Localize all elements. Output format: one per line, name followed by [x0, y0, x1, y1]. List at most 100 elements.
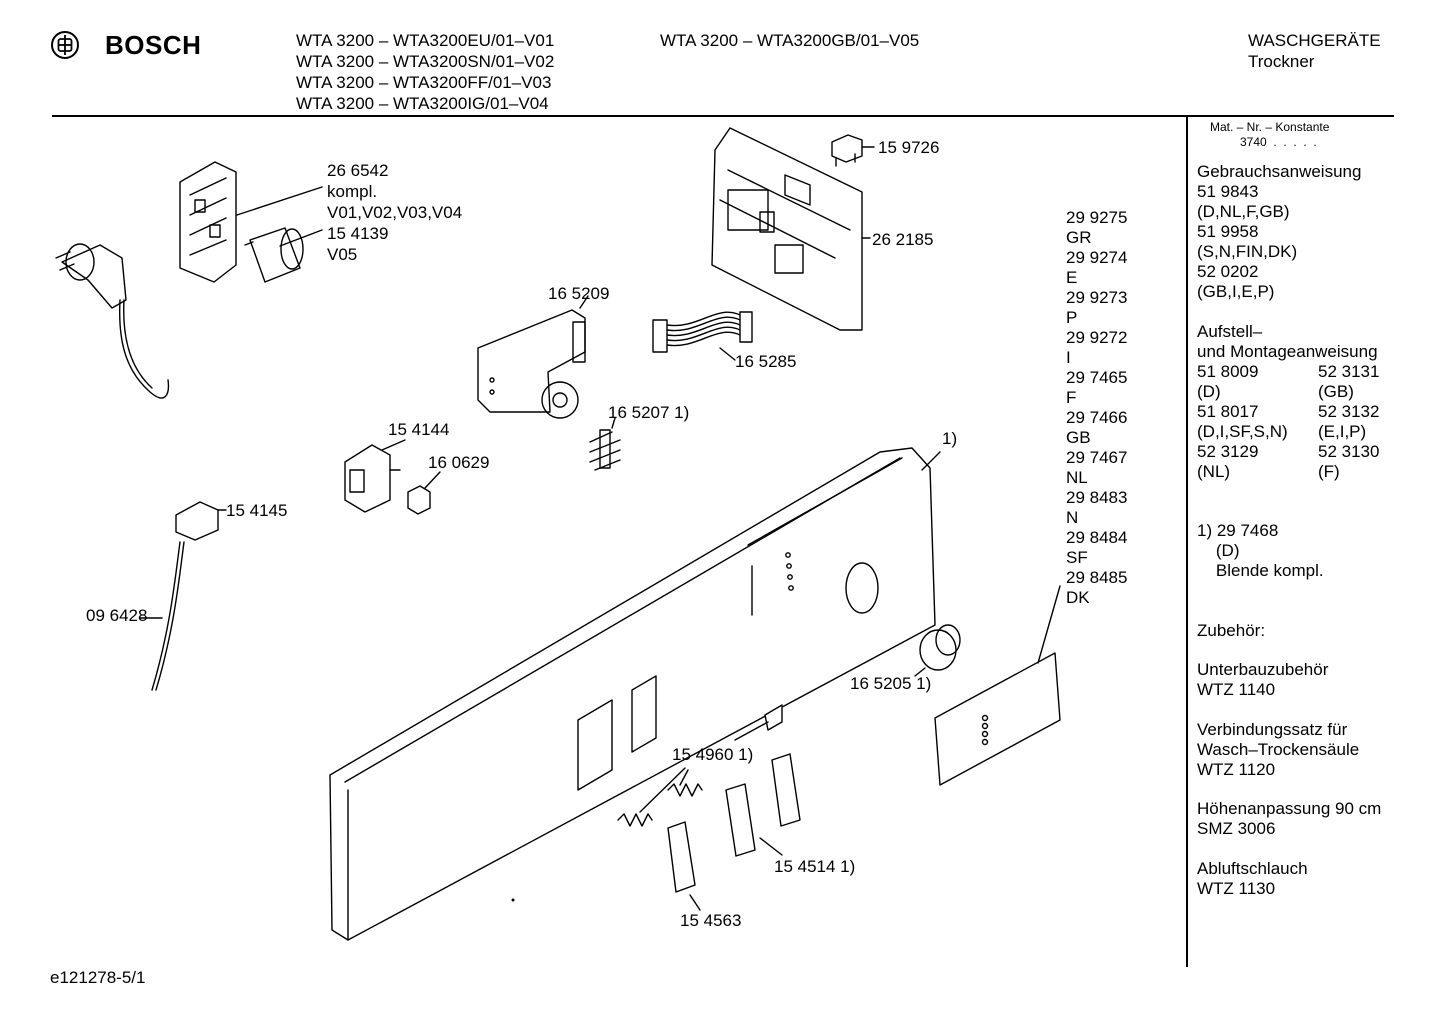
doc-line: 51 9843: [1197, 182, 1259, 201]
doc-line: 52 0202: [1197, 262, 1259, 281]
accessory-2: Verbindungssatz für Wasch–Trockensäule W…: [1197, 720, 1359, 780]
part-label-footnote-ref: 1): [942, 429, 958, 448]
part-label-variants: V01,V02,V03,V04: [327, 203, 463, 222]
selector-knob: [914, 624, 961, 677]
exploded-parts-drawing: [55, 127, 1061, 941]
button-slide: [734, 704, 783, 741]
footnote-line: Blende kompl.: [1197, 561, 1324, 580]
part-label-154960: 15 4960 1): [672, 745, 754, 764]
springs: [617, 767, 703, 827]
sidebar-divider: [1186, 117, 1188, 967]
brand-name: BOSCH: [105, 30, 202, 60]
lang-code: GB: [1066, 428, 1091, 447]
push-buttons: [667, 753, 801, 911]
bosch-armature-logo-icon: [51, 31, 79, 59]
part-label-096428: 09 6428: [86, 606, 148, 625]
doc-pair: (D,I,SF,S,N)(E,I,P): [1197, 422, 1367, 441]
part-label-165205: 16 5205 1): [850, 674, 932, 693]
lang-code: SF: [1066, 548, 1088, 567]
accessory-line: SMZ 3006: [1197, 819, 1276, 838]
lang-code: 29 8484: [1066, 528, 1128, 547]
lang-code: N: [1066, 508, 1079, 527]
control-module: [711, 127, 871, 331]
model-line-3: WTA 3200 – WTA3200FF/01–V03: [296, 73, 552, 92]
connector-159726: [831, 134, 875, 167]
part-label-160629: 16 0629: [428, 453, 490, 472]
control-panel-fascia: [329, 447, 941, 941]
section-title: Aufstell–: [1197, 322, 1263, 341]
selector-board: [477, 295, 589, 419]
sensor: [139, 501, 227, 691]
part-label-165207: 16 5207 1): [608, 403, 690, 422]
mains-plug-cable: [55, 243, 170, 399]
category-subtitle: Trockner: [1248, 52, 1315, 71]
accessory-line: WTZ 1130: [1197, 879, 1276, 898]
accessory-line: Wasch–Trockensäule: [1197, 740, 1360, 759]
doc-line: (D,NL,F,GB): [1197, 202, 1290, 221]
header-divider: [52, 115, 1394, 117]
doc-line: (GB,I,E,P): [1197, 282, 1275, 301]
part-label-165285: 16 5285: [735, 352, 797, 371]
lang-code: 29 7467: [1066, 448, 1128, 467]
doc-pair: (D)(GB): [1197, 382, 1354, 401]
footnote: 1) 29 7468 (D) Blende kompl.: [1197, 521, 1324, 581]
lang-code: 29 8485: [1066, 568, 1128, 587]
lang-code: NL: [1066, 468, 1088, 487]
accessories-title: Zubehör:: [1197, 621, 1266, 640]
part-label-154145: 15 4145: [226, 501, 288, 520]
doc-line: 51 9958: [1197, 222, 1259, 241]
accessory-line: Verbindungssatz für: [1197, 720, 1348, 739]
lang-code: 29 9275: [1066, 208, 1128, 227]
accessory-line: Unterbauzubehör: [1197, 660, 1329, 679]
model-line-2: WTA 3200 – WTA3200SN/01–V02: [296, 52, 555, 71]
model-line-1: WTA 3200 – WTA3200EU/01–V01: [296, 31, 555, 50]
footnote-line: 1) 29 7468: [1197, 521, 1279, 540]
lang-code: I: [1066, 348, 1071, 367]
footnote-line: (D): [1197, 541, 1240, 560]
accessory-line: Höhenanpassung 90 cm: [1197, 799, 1382, 818]
lang-code: E: [1066, 268, 1078, 287]
contact-pins: [589, 417, 621, 471]
lang-code: 29 8483: [1066, 488, 1128, 507]
lang-code: GR: [1066, 228, 1092, 247]
lang-code: F: [1066, 388, 1077, 407]
lang-code: 29 7465: [1066, 368, 1128, 387]
lang-code: P: [1066, 308, 1078, 327]
capacitor: [244, 227, 304, 283]
lang-code: 29 9273: [1066, 288, 1128, 307]
part-label-165209: 16 5209: [548, 284, 610, 303]
accessory-line: Abluftschlauch: [1197, 859, 1308, 878]
doc-line: (S,N,FIN,DK): [1197, 242, 1298, 261]
section-title: und Montageanweisung: [1197, 342, 1378, 361]
doc-pair: (NL)(F): [1197, 462, 1340, 481]
door-switch: [344, 439, 406, 513]
accessory-3: Höhenanpassung 90 cm SMZ 3006: [1197, 799, 1381, 839]
accessory-1: Unterbauzubehör WTZ 1140: [1197, 660, 1328, 700]
part-label-v05: V05: [327, 245, 358, 264]
model-line-4: WTA 3200 – WTA3200IG/01–V04: [296, 94, 549, 113]
interference-filter: [179, 161, 237, 283]
mat-nr-value: 3740 . . . . .: [1240, 135, 1317, 149]
part-label-154514: 15 4514 1): [774, 857, 856, 876]
lang-code: DK: [1066, 588, 1090, 607]
accessory-4: Abluftschlauch WTZ 1130: [1197, 859, 1308, 899]
category-title: WASCHGERÄTE: [1248, 31, 1381, 50]
part-label-154139: 15 4139: [327, 224, 389, 243]
model-line-5: WTA 3200 – WTA3200GB/01–V05: [660, 31, 920, 50]
ribbon-cable: [652, 311, 753, 361]
accessory-line: WTZ 1140: [1197, 680, 1276, 699]
lang-code: 29 9272: [1066, 328, 1128, 347]
lang-code: 29 7466: [1066, 408, 1128, 427]
language-code-list: 29 9275 GR 29 9274 E 29 9273 P 29 9272 I…: [1066, 208, 1127, 608]
operating-instructions: Gebrauchsanweisung 51 9843 (D,NL,F,GB) 5…: [1197, 162, 1361, 302]
part-label-154144: 15 4144: [388, 420, 450, 439]
part-label-159726: 15 9726: [878, 138, 940, 157]
part-label-154563: 15 4563: [680, 911, 742, 930]
mat-nr-label: Mat. – Nr. – Konstante: [1210, 120, 1330, 134]
program-label-card: [934, 585, 1061, 786]
accessory-line: WTZ 1120: [1197, 760, 1276, 779]
